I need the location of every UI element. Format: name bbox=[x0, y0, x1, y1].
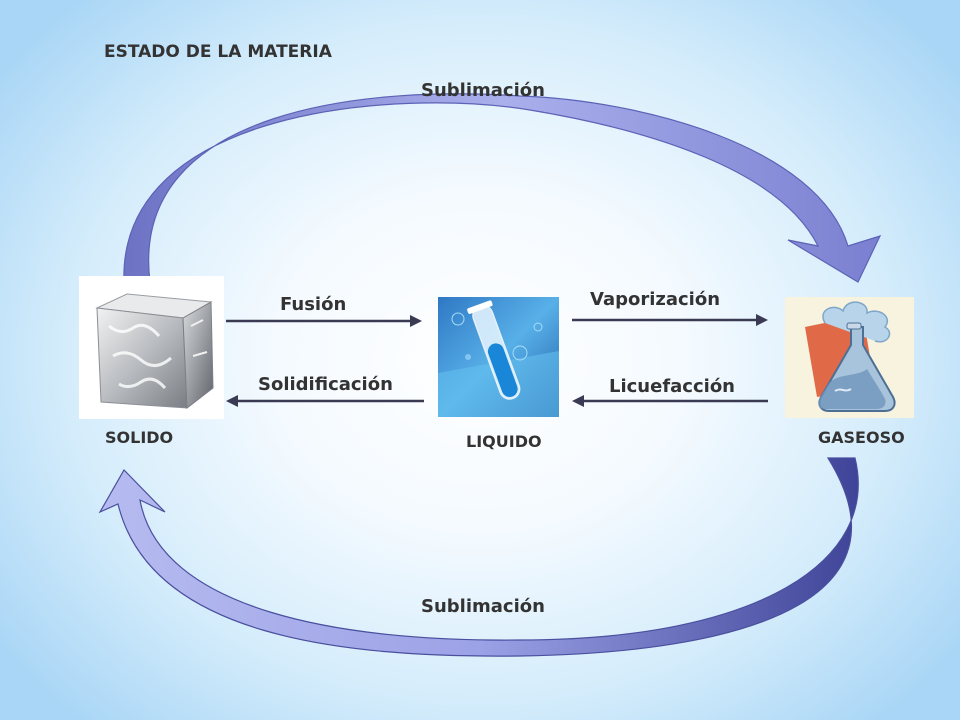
liquid-state-label: LIQUIDO bbox=[466, 432, 542, 451]
ice-cube-image bbox=[79, 276, 224, 419]
sublimation-top-label: Sublimación bbox=[421, 80, 545, 101]
flask-image bbox=[785, 297, 914, 418]
page-title: ESTADO DE LA MATERIA bbox=[104, 42, 332, 62]
test-tube-image bbox=[438, 297, 559, 417]
sublimation-bottom-arrow bbox=[98, 457, 859, 657]
fusion-arrow bbox=[226, 315, 422, 327]
solid-state-label: SOLIDO bbox=[105, 428, 174, 447]
sublimation-top-arrow bbox=[123, 93, 882, 283]
solidification-arrow bbox=[226, 395, 424, 407]
solidification-label: Solidificación bbox=[258, 374, 393, 395]
liquefaction-label: Licuefacción bbox=[609, 376, 735, 397]
sublimation-bottom-label: Sublimación bbox=[421, 596, 545, 617]
vaporization-label: Vaporización bbox=[590, 289, 721, 310]
fusion-label: Fusión bbox=[280, 294, 347, 315]
liquefaction-arrow bbox=[572, 395, 768, 407]
gas-state-label: GASEOSO bbox=[818, 428, 905, 447]
vaporization-arrow bbox=[572, 314, 768, 326]
